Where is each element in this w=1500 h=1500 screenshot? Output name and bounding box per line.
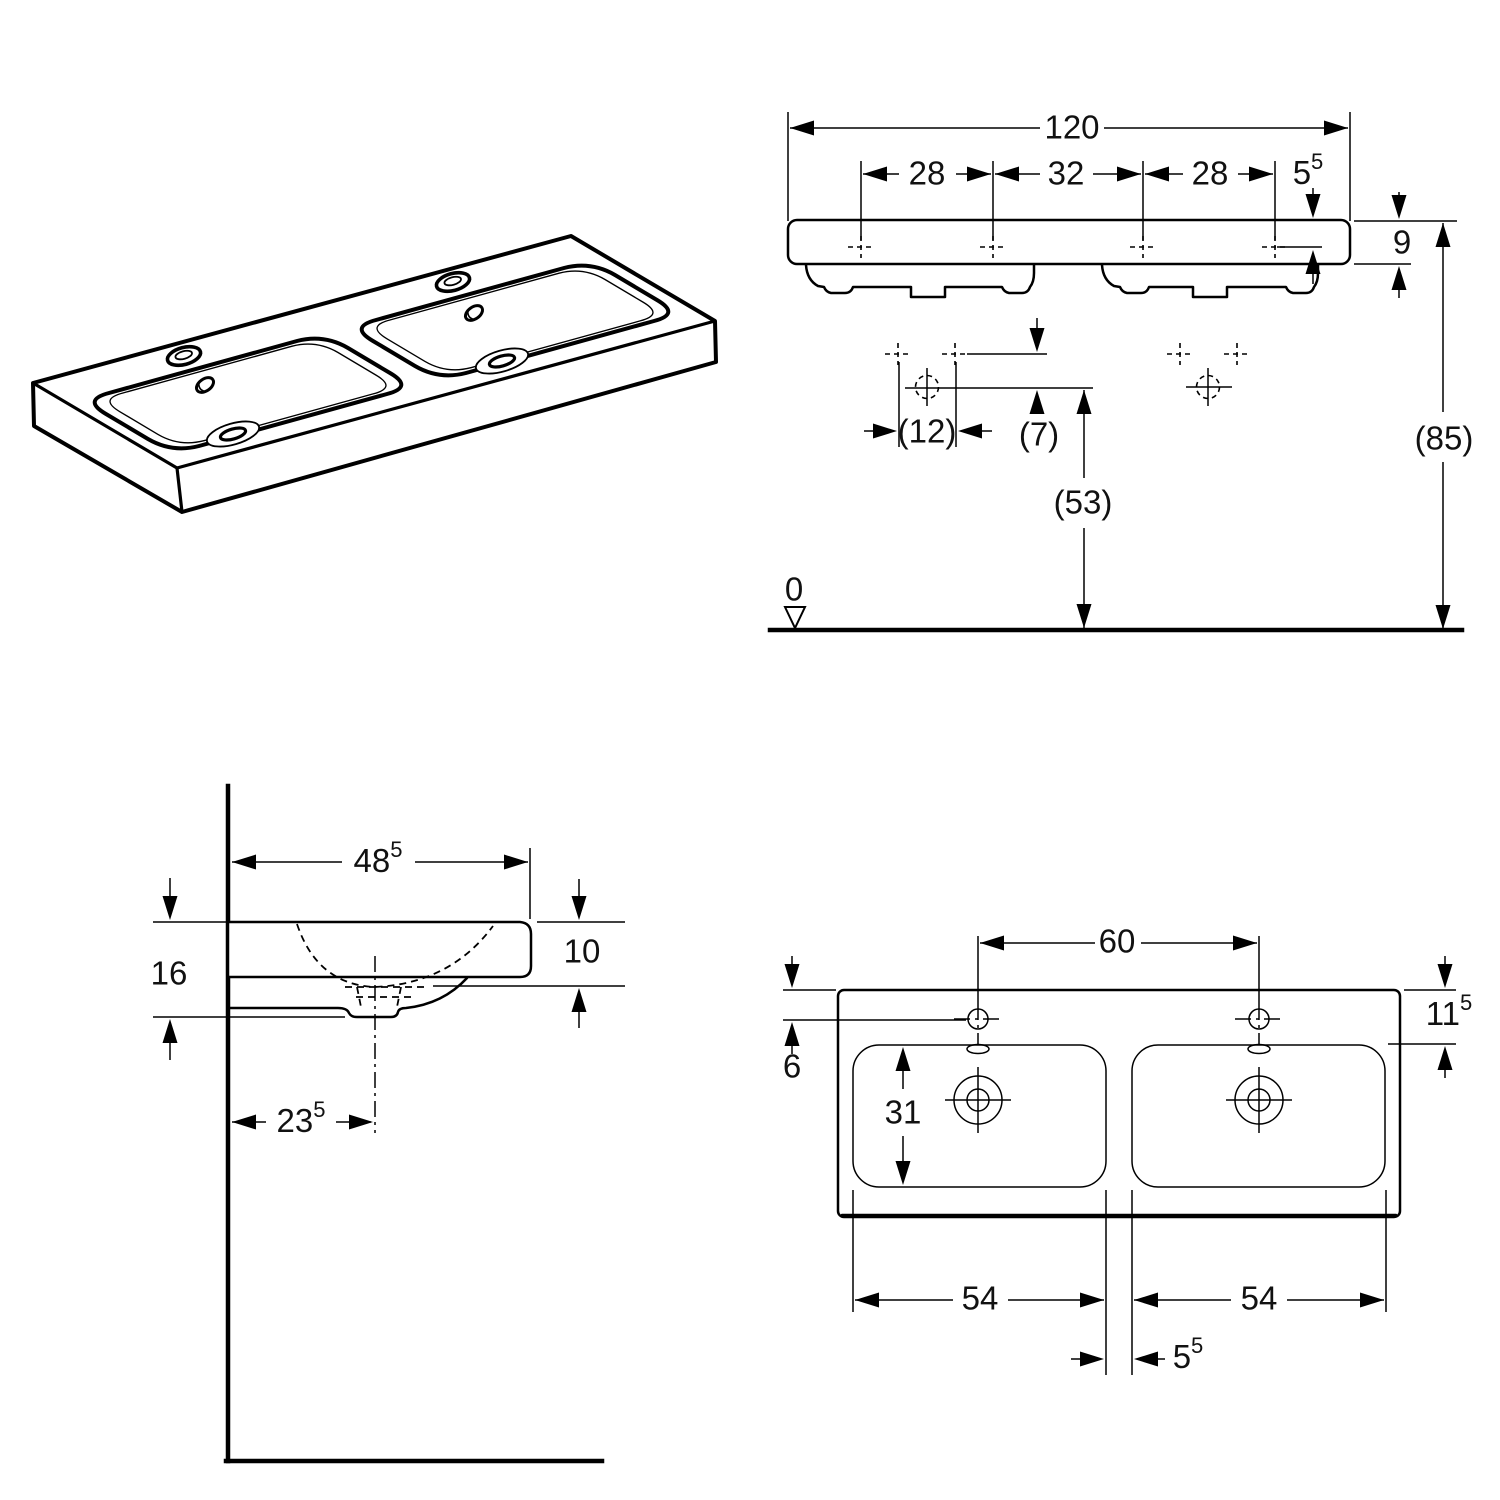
dim-label-32: 32	[1048, 155, 1085, 192]
dim-rim-height: (85)	[1415, 223, 1474, 629]
dim-tap-spacing: 60	[977, 923, 1260, 1044]
dim-label-60: 60	[1099, 923, 1136, 960]
faucet-hole-left	[165, 344, 203, 368]
fixing-hole-crosshairs	[848, 236, 1288, 258]
dim-label-54-right: 54	[1241, 1280, 1278, 1317]
drain-right	[474, 347, 530, 375]
dim-label-7: (7)	[1019, 416, 1059, 453]
dim-label-12: (12)	[898, 413, 957, 450]
under-basin-left	[804, 263, 1036, 299]
datum-marker: 0	[783, 571, 807, 631]
drain-left	[205, 420, 261, 448]
dim-basin-gap: 55	[1071, 1333, 1203, 1375]
dim-label-23-5: 235	[277, 1097, 326, 1139]
dim-edge-to-hole: 55	[1277, 149, 1324, 284]
washbasin-front-corner-edge	[175, 466, 184, 514]
siphon-hole-left	[914, 374, 940, 400]
drain-plan-left	[945, 1067, 1011, 1133]
dim-drain-distance: 235	[232, 1097, 373, 1139]
dim-basin-depth: 31	[885, 1047, 922, 1185]
basin-rim-left-inner	[109, 343, 387, 444]
dim-label-54-left: 54	[962, 1280, 999, 1317]
slab-front-outline	[786, 218, 1352, 266]
dim-apron-height: 10	[433, 879, 625, 1028]
overflow-hole-right	[463, 304, 485, 322]
dim-label-11-5: 115	[1426, 990, 1473, 1032]
faucet-hole-right	[434, 270, 472, 294]
dim-tap-to-basin: 6	[783, 956, 966, 1085]
dim-label-5-5-plan: 55	[1173, 1333, 1204, 1375]
under-body-profile	[226, 976, 469, 1019]
overflow-plan-right	[1247, 1043, 1271, 1055]
isometric-view	[31, 234, 718, 514]
dim-trap-height: (53)	[1054, 390, 1113, 628]
dim-fixing-offset: (7)	[1019, 318, 1059, 453]
dim-label-120: 120	[1044, 109, 1099, 146]
slab-plan-outline	[836, 988, 1402, 1219]
dim-hole-spacings: 28 32 28	[860, 155, 1276, 240]
overflow-plan-left	[966, 1043, 990, 1055]
dim-fixing-spacing: (12)	[864, 362, 992, 450]
datum-label-0: 0	[785, 571, 803, 608]
dim-label-31: 31	[885, 1094, 922, 1131]
dim-label-53: (53)	[1054, 484, 1113, 521]
slab-side-profile	[226, 920, 533, 979]
dim-overall-width: 120	[787, 109, 1351, 221]
overflow-hole-left	[194, 376, 216, 394]
dim-label-6: 6	[783, 1048, 801, 1085]
dim-rim-to-basin: 115	[1388, 956, 1472, 1078]
plan-view: 60 6 31 115	[783, 923, 1472, 1375]
dim-label-10: 10	[564, 933, 601, 970]
dim-label-5-5-front: 55	[1293, 149, 1324, 191]
drain-plan-right	[1226, 1067, 1292, 1133]
dim-label-28-right: 28	[1192, 155, 1229, 192]
under-basin-right	[1100, 263, 1320, 299]
wall-fixing-holes-right	[1167, 343, 1250, 406]
wall-fixing-holes-left	[885, 343, 968, 406]
basin-rim-right	[359, 263, 671, 378]
dim-front-height: 16	[151, 878, 345, 1060]
dim-label-28-left: 28	[909, 155, 946, 192]
basin-rim-right-inner	[376, 270, 654, 371]
dim-label-48-5: 485	[354, 837, 403, 879]
side-section-view: 485 16 10 235	[151, 783, 625, 1464]
bowl-section-dashed	[296, 923, 494, 988]
dim-label-16: 16	[151, 955, 188, 992]
washbasin-front-top-edge	[175, 319, 717, 470]
washbasin-top-left-edge	[31, 381, 179, 470]
dim-slab-thickness: 9	[1354, 192, 1457, 298]
dim-label-85: (85)	[1415, 420, 1474, 457]
basin-rim-left	[92, 336, 404, 451]
front-elevation-view: 120 28 32 28 55	[767, 109, 1474, 633]
dim-depth: 485	[232, 837, 531, 919]
dim-basin-widths: 54 54	[852, 1190, 1387, 1375]
dim-label-9: 9	[1393, 224, 1411, 261]
